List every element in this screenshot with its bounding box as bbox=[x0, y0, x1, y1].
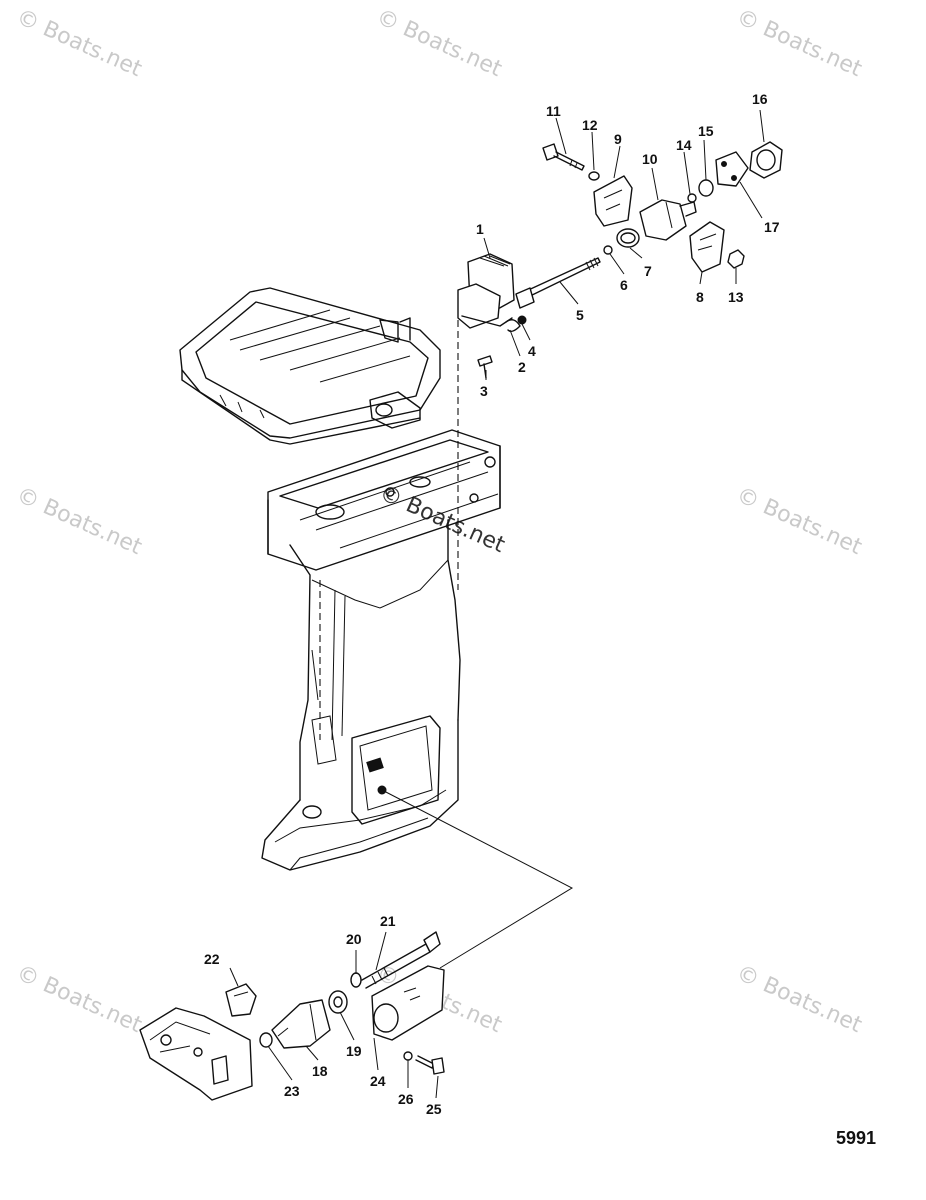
callout-23: 23 bbox=[284, 1083, 300, 1099]
watermark: © Boats.net bbox=[376, 481, 509, 559]
callout-3: 3 bbox=[480, 383, 488, 399]
callout-21: 21 bbox=[380, 913, 396, 929]
assembly-lines bbox=[381, 320, 574, 969]
callout-1: 1 bbox=[476, 221, 484, 237]
watermark: © Boats.net bbox=[13, 961, 146, 1039]
callout-19: 19 bbox=[346, 1043, 362, 1059]
callout-15: 15 bbox=[698, 123, 714, 139]
callout-20: 20 bbox=[346, 931, 362, 947]
callout-11: 11 bbox=[546, 103, 561, 119]
watermark: © Boats.net bbox=[733, 5, 866, 83]
callout-6: 6 bbox=[620, 277, 628, 293]
callout-5: 5 bbox=[576, 307, 584, 323]
watermark: © Boats.net bbox=[373, 5, 506, 83]
callout-18: 18 bbox=[312, 1063, 328, 1079]
callout-10: 10 bbox=[642, 151, 658, 167]
callout-8: 8 bbox=[696, 289, 704, 305]
callout-16: 16 bbox=[752, 91, 768, 107]
watermark: © Boats.net bbox=[733, 483, 866, 561]
drive-shaft-housing bbox=[261, 429, 501, 871]
callout-2: 2 bbox=[518, 359, 526, 375]
watermark: © Boats.net bbox=[13, 5, 146, 83]
callout-12: 12 bbox=[582, 117, 598, 133]
callout-14: 14 bbox=[676, 137, 692, 153]
callout-22: 22 bbox=[204, 951, 220, 967]
watermark: © Boats.net bbox=[733, 961, 866, 1039]
upper-mount-assembly bbox=[457, 141, 783, 379]
leader-lines bbox=[229, 109, 765, 1099]
callout-9: 9 bbox=[614, 131, 622, 147]
callout-7: 7 bbox=[644, 263, 652, 279]
callout-4: 4 bbox=[528, 343, 536, 359]
callout-26: 26 bbox=[398, 1091, 414, 1107]
callout-25: 25 bbox=[426, 1101, 442, 1117]
swivel-bracket-frame bbox=[179, 287, 441, 445]
callout-24: 24 bbox=[370, 1073, 386, 1089]
callout-17: 17 bbox=[764, 219, 780, 235]
watermarks: © Boats.net © Boats.net © Boats.net © Bo… bbox=[13, 5, 866, 1039]
callout-labels: 1 2 3 4 5 6 7 8 9 10 11 12 13 14 15 16 1… bbox=[204, 91, 780, 1117]
watermark: © Boats.net bbox=[13, 483, 146, 561]
lower-mount-assembly bbox=[139, 931, 445, 1101]
callout-13: 13 bbox=[728, 289, 744, 305]
diagram-code: 5991 bbox=[836, 1128, 876, 1148]
